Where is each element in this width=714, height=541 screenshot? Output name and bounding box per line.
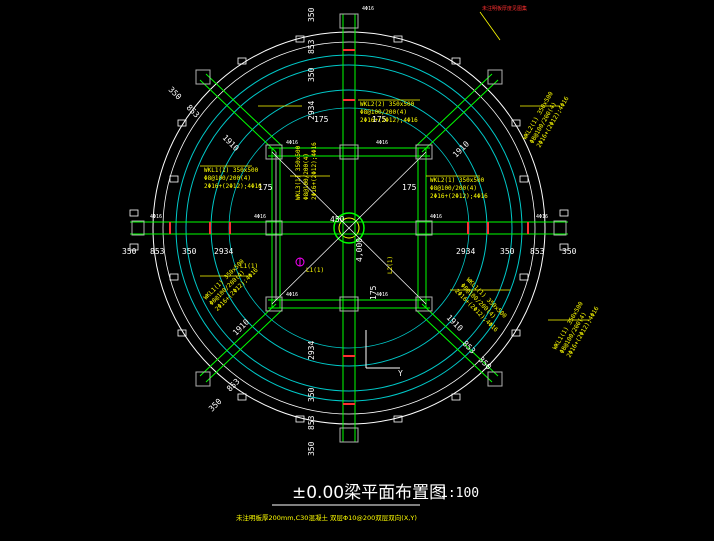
dim-h-right-4: 350: [562, 247, 577, 256]
rebar-marks: [169, 49, 529, 405]
dim-diag-ll: 1910: [231, 317, 251, 337]
beam-label-left-1: WKL1(1) 350x500: [204, 167, 259, 174]
tie-label-top-center: 4Φ16: [362, 6, 374, 12]
axis-label: Y: [398, 369, 403, 378]
dim-d-350-ul: 350: [167, 85, 184, 102]
dim-center-450: 450: [330, 215, 345, 224]
dim-v-175-mid: 175: [369, 285, 378, 300]
beam-label-top-3: 2Φ16+(2Φ12);4Φ16: [360, 117, 418, 124]
title-block: ±0.00梁平面布置图 1:100 未注明板厚200mm,C30混凝土 双层Φ1…: [236, 483, 479, 522]
magenta-marks: [295, 257, 305, 267]
dim-h-175-right: 175: [402, 183, 417, 192]
dim-h-left-3: 350: [182, 247, 197, 256]
tie-label-inner-bottom-left: 4Φ16: [286, 292, 298, 298]
dim-diag-ul: 1910: [221, 133, 241, 153]
dim-v-top-2: 853: [307, 39, 316, 54]
beam-label-center-3: 2Φ16+(2Φ12);4Φ16: [311, 142, 318, 200]
tie-label-left-2: 4Φ16: [254, 214, 266, 220]
dim-center-4000: 4,000: [355, 238, 364, 262]
leader-lines: [200, 11, 590, 321]
beam-label-center-1: WKL3(1) 350x500: [295, 145, 302, 200]
tie-labels: 4Φ16 4Φ16 4Φ16 4Φ16 4Φ16 4Φ16 4Φ16 4Φ16 …: [150, 6, 548, 298]
beam-label-center-2: Φ8@100/200(4): [303, 153, 310, 200]
dim-h-175-left: 175: [258, 183, 273, 192]
top-right-note: 未注明板厚度见图集: [482, 5, 527, 12]
ring-symbols: [129, 35, 569, 423]
beam-label-right-3: 2Φ16+(2Φ12);4Φ16: [430, 193, 488, 200]
dim-h-right-3: 853: [530, 247, 545, 256]
beam-label-small-2: L1(1): [306, 267, 324, 274]
beam-label-right-2: Φ8@100/200(4): [430, 185, 477, 192]
tie-label-inner-top-right: 4Φ16: [376, 140, 388, 146]
dim-h-left-4: 2934: [214, 247, 233, 256]
reference-lines: [271, 151, 427, 305]
tie-label-inner-top-left: 4Φ16: [286, 140, 298, 146]
tie-label-right-1: 4Φ16: [430, 214, 442, 220]
main-beams: [130, 14, 568, 442]
columns: [131, 13, 567, 443]
beam-label-top-1: WKL2(2) 350x500: [360, 101, 415, 108]
tie-label-right-2: 4Φ16: [536, 214, 548, 220]
dim-h-right-1: 2934: [456, 247, 475, 256]
dim-diag-ur: 1910: [451, 139, 471, 159]
drawing-scale: 1:100: [440, 486, 479, 501]
beam-label-left-2: Φ8@100/200(4): [204, 175, 251, 182]
drawing-title: ±0.00梁平面布置图: [292, 483, 446, 503]
ucs-axis-symbol: [365, 330, 400, 369]
dimensions-horizontal: 350 853 350 2934 2934 350 853 350 175 17…: [122, 115, 577, 256]
dim-h-175-top-right: 175: [372, 115, 387, 124]
beam-label-right-1: WKL2(1) 350x500: [430, 177, 485, 184]
dim-v-top-4: 2934: [307, 101, 316, 120]
dim-v-top-3: 350: [307, 67, 316, 82]
dim-v-bottom-1: 2934: [307, 341, 316, 360]
dim-h-left-2: 853: [150, 247, 165, 256]
tie-label-inner-bottom-right: 4Φ16: [376, 292, 388, 298]
dim-d-853-lr: 853: [461, 339, 478, 356]
beam-label-left-3: 2Φ16+(2Φ12);4Φ16: [204, 183, 262, 190]
dim-h-right-2: 350: [500, 247, 515, 256]
dim-v-top-1: 350: [307, 7, 316, 22]
beam-label-small-3: L2(1): [387, 256, 394, 274]
dim-v-bottom-3: 853: [307, 415, 316, 430]
dimensions-vertical: 350 853 350 2934 2934 350 853 350 175 4,…: [307, 7, 378, 456]
beam-label-top-2: Φ8@100/200(4): [360, 109, 407, 116]
dim-v-bottom-2: 350: [307, 387, 316, 402]
dim-h-left-1: 350: [122, 247, 137, 256]
tie-label-left-1: 4Φ16: [150, 214, 162, 220]
beam-label-small-1: L1(1): [240, 263, 258, 270]
drawing-note: 未注明板厚200mm,C30混凝土 双层Φ10@200双层双向(X,Y): [236, 513, 417, 522]
dim-v-bottom-4: 350: [307, 441, 316, 456]
dim-d-350-ll: 350: [207, 397, 224, 414]
dim-h-175-top: 175: [314, 115, 329, 124]
dim-diag-lr: 1910: [445, 313, 465, 333]
